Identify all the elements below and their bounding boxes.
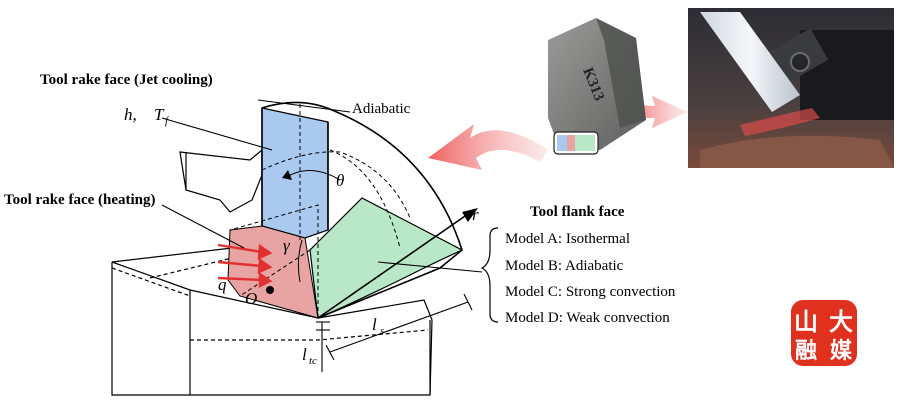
workpiece-right-edges (317, 299, 433, 396)
model-brace (480, 227, 499, 323)
model-item-a: Model A: Isothermal (505, 231, 630, 247)
heat-arrowhead-2 (257, 257, 273, 274)
cutting-insert-render: K313 (548, 18, 646, 155)
workpiece-front-edges (111, 262, 431, 396)
symbol-O: O (245, 289, 257, 308)
label-rake-face-heating: Tool rake face (heating) (4, 192, 156, 208)
hidden-arc-1 (261, 151, 411, 219)
symbol-ltc-subscript: tc (309, 355, 317, 367)
workpiece-top-back-edge (111, 247, 233, 263)
model-item-b: Model B: Adiabatic (505, 258, 624, 274)
rake-face-heating-region (227, 225, 319, 319)
symbol-T: T (154, 105, 165, 124)
workpiece-hidden-edge-1 (111, 267, 191, 297)
symbol-ls: l (372, 315, 377, 334)
tool-hidden-lines (229, 104, 411, 318)
logo-char-1: 山 (794, 309, 818, 336)
logo-char-2: 大 (829, 309, 853, 336)
r-axis (317, 213, 469, 319)
insert-to-diagram-arrow (428, 124, 548, 170)
leader-h-tf (161, 117, 273, 151)
chip-curl (179, 148, 263, 213)
ls-dim-line (329, 301, 469, 353)
leader-flank (377, 261, 483, 273)
symbol-gamma: γ (283, 236, 291, 255)
heat-arrowhead-1 (257, 243, 273, 260)
workpiece-hidden-edge-3 (190, 329, 429, 341)
leader-adiabatic (257, 99, 351, 113)
symbol-theta: θ (336, 171, 344, 190)
model-item-c: Model C: Strong convection (505, 284, 676, 300)
ls-dimension (325, 293, 473, 361)
tool-top-edge (261, 101, 333, 111)
flank-face-region (309, 197, 464, 319)
machining-photo (688, 8, 894, 168)
logo-background (791, 300, 857, 366)
tip-red-patch (567, 135, 575, 151)
logo-char-4: 媒 (830, 338, 853, 363)
insert-side (596, 18, 646, 128)
tip-blue-patch (557, 135, 567, 151)
label-tool-flank-face: Tool flank face (530, 204, 625, 220)
leader-lines (161, 99, 483, 273)
ls-tick-right (463, 293, 473, 311)
label-adiabatic: Adiabatic (352, 101, 411, 117)
symbol-ls-subscript: s (380, 325, 384, 337)
screw-head (790, 52, 810, 72)
origin-point (266, 286, 274, 294)
workpiece-surface (700, 135, 894, 168)
photo-to-insert-arrow (610, 96, 688, 128)
gamma-arc (297, 239, 303, 283)
ltc-dimension (316, 321, 330, 372)
coolant-nozzle (700, 12, 800, 112)
heat-arrow-2 (217, 260, 263, 268)
symbol-r: r (472, 205, 479, 224)
heat-flux-arrows (217, 243, 273, 288)
tip-green-patch (575, 135, 595, 151)
symbol-T-subscript: f (165, 115, 170, 127)
symbol-h: h, (124, 105, 137, 124)
media-logo: 山 大 融 媒 (791, 300, 857, 366)
heat-arrow-1 (217, 243, 263, 254)
theta-arrowhead (282, 170, 292, 180)
label-rake-face-jet-cooling: Tool rake face (Jet cooling) (40, 72, 213, 88)
symbol-q: q (218, 275, 227, 294)
ls-tick-left (325, 344, 335, 361)
coolant-jet (740, 108, 820, 136)
heat-arrow-3 (217, 276, 263, 282)
symbol-ltc: l (302, 345, 307, 364)
hidden-arc-2 (329, 149, 401, 249)
model-item-d: Model D: Weak convection (505, 310, 670, 326)
leader-heating (161, 204, 245, 249)
logo-char-3: 融 (795, 338, 817, 363)
hidden-line-3 (229, 204, 319, 318)
r-axis-arrowhead (462, 208, 478, 222)
heat-arrowhead-3 (258, 271, 273, 288)
tool-curved-back (331, 109, 463, 251)
workpiece-block (111, 247, 433, 396)
